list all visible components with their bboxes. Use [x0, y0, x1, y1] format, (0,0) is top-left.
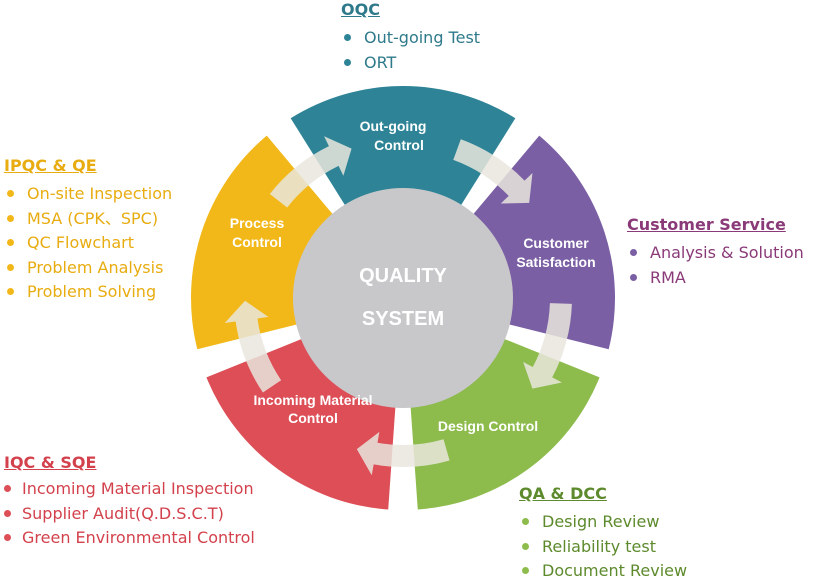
bullet-icon: [7, 263, 14, 271]
segment-label-outgoing-line2: Control: [374, 137, 424, 153]
bullet-icon: [7, 288, 14, 296]
oqc-panel: OQC Out-going Test ORT: [341, 0, 480, 75]
oqc-list: Out-going Test ORT: [341, 26, 480, 75]
segment-label-incoming-line1: Incoming Material: [253, 392, 372, 408]
list-item-label: Problem Analysis: [27, 257, 164, 277]
bullet-icon: [4, 534, 11, 542]
qa-dcc-list: Design Review Reliability test Document …: [519, 510, 687, 584]
flow-arrow-icon: [523, 303, 572, 389]
flow-arrow-icon: [356, 431, 450, 476]
bullet-icon: [4, 509, 11, 517]
bullet-icon: [4, 485, 11, 492]
iqc-sqe-panel: IQC & SQE Incoming Material Inspection S…: [4, 453, 255, 551]
segment-label-outgoing-line1: Out-going: [360, 118, 427, 134]
flow-arrow-icon: [453, 139, 533, 204]
bullet-icon: [7, 239, 14, 247]
list-item-label: On-site Inspection: [27, 184, 173, 203]
list-item-label: ORT: [364, 52, 397, 72]
list-item-label: Design Review: [542, 512, 660, 531]
segment-label-incoming-line2: Control: [288, 410, 338, 426]
list-item-label: QC Flowchart: [27, 233, 134, 253]
list-item: Green Environmental Control: [4, 526, 255, 551]
qa-dcc-title: QA & DCC: [519, 484, 607, 503]
segment-label-customer-line1: Customer: [523, 235, 589, 251]
list-item-label: Supplier Audit(Q.D.S.C.T): [22, 503, 224, 523]
list-item: Incoming Material Inspection: [4, 477, 255, 502]
list-item-label: Document Review: [542, 561, 688, 581]
bullet-icon: [7, 214, 14, 222]
list-item-label: Out-going Test: [364, 28, 481, 47]
iqc-sqe-title: IQC & SQE: [4, 453, 97, 472]
list-item: RMA: [627, 266, 804, 291]
list-item-label: Green Environmental Control: [22, 528, 255, 548]
list-item-label: RMA: [650, 267, 686, 287]
list-item-label: Incoming Material Inspection: [22, 479, 254, 498]
center-circle: [293, 188, 513, 408]
list-item-label: Reliability test: [542, 536, 656, 556]
list-item: Document Review: [519, 559, 687, 584]
center-label-quality: QUALITY: [359, 265, 447, 287]
qa-dcc-panel: QA & DCC Design Review Reliability test …: [519, 484, 687, 584]
bullet-icon: [522, 542, 529, 550]
segment-label-process-line2: Control: [232, 234, 282, 250]
list-item-label: Analysis & Solution: [650, 243, 804, 262]
bullet-icon: [522, 567, 529, 575]
bullet-icon: [344, 58, 351, 66]
bullet-icon: [630, 273, 637, 281]
ipqc-qe-title: IPQC & QE: [4, 156, 97, 175]
list-item: Out-going Test: [341, 26, 480, 51]
segment-label-customer-line2: Satisfaction: [516, 254, 595, 270]
list-item: QC Flowchart: [4, 231, 172, 256]
bullet-icon: [344, 34, 351, 41]
list-item-label: MSA (CPK、SPC): [27, 208, 159, 228]
list-item: Supplier Audit(Q.D.S.C.T): [4, 502, 255, 527]
segment-label-process-line1: Process: [230, 215, 285, 231]
ipqc-qe-panel: IPQC & QE On-site Inspection MSA (CPK、SP…: [4, 156, 172, 305]
segment-label-design: Design Control: [438, 418, 538, 434]
list-item: ORT: [341, 51, 480, 76]
customer-service-panel: Customer Service Analysis & Solution RMA: [627, 215, 804, 290]
bullet-icon: [522, 518, 529, 525]
flow-arrow-icon: [269, 136, 352, 208]
list-item: On-site Inspection: [4, 182, 172, 207]
list-item: MSA (CPK、SPC): [4, 207, 172, 232]
list-item: Analysis & Solution: [627, 241, 804, 266]
bullet-icon: [7, 190, 14, 197]
oqc-title: OQC: [341, 0, 380, 19]
list-item: Design Review: [519, 510, 687, 535]
list-item: Reliability test: [519, 535, 687, 560]
customer-service-list: Analysis & Solution RMA: [627, 241, 804, 290]
list-item-label: Problem Solving: [27, 282, 157, 302]
center-label-system: SYSTEM: [362, 308, 444, 330]
iqc-sqe-list: Incoming Material Inspection Supplier Au…: [4, 477, 255, 551]
flow-arrow-icon: [224, 300, 282, 393]
list-item: Problem Analysis: [4, 256, 172, 281]
ipqc-qe-list: On-site Inspection MSA (CPK、SPC) QC Flow…: [4, 182, 172, 305]
list-item: Problem Solving: [4, 280, 172, 305]
bullet-icon: [630, 249, 637, 256]
customer-service-title: Customer Service: [627, 215, 786, 234]
